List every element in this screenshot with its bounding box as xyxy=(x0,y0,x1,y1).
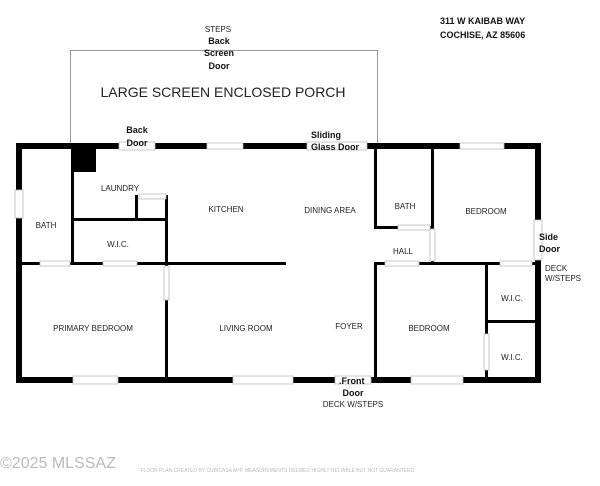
room-bath-left: BATH xyxy=(36,221,57,230)
screen-door-label-3: Door xyxy=(209,61,230,71)
side-door-label-2: Door xyxy=(539,244,560,254)
room-laundry: LAUNDRY xyxy=(101,184,140,193)
screen-door-label-1: Back xyxy=(208,36,231,46)
primary-window xyxy=(72,375,119,385)
address-line2: COCHISE, AZ 85606 xyxy=(440,30,525,40)
sliding-door-label-2: Glass Door xyxy=(311,142,360,152)
back-door-gap xyxy=(118,141,156,151)
room-wic-right-1: W.I.C. xyxy=(501,294,523,303)
side-door-gap xyxy=(533,219,543,261)
bedroom-window-top xyxy=(459,142,505,150)
room-primary-bedroom: PRIMARY BEDROOM xyxy=(53,324,133,333)
room-wic-right-2: W.I.C. xyxy=(501,353,523,362)
kitchen-window xyxy=(206,142,244,150)
sliding-door-label-1: Sliding xyxy=(311,130,341,140)
front-door-label-2: Door xyxy=(343,388,364,398)
bath-window xyxy=(14,189,24,219)
room-bath-right: BATH xyxy=(395,202,416,211)
room-bedroom-top: BEDROOM xyxy=(465,207,507,216)
side-door-label-1: Side xyxy=(539,232,558,242)
front-deck-label: DECK W/STEPS xyxy=(323,400,383,409)
openings xyxy=(14,141,543,385)
living-window xyxy=(232,375,294,385)
room-foyer: FOYER xyxy=(335,322,363,331)
wall-top xyxy=(16,143,541,149)
bedroom-window-bottom xyxy=(410,375,464,385)
front-door-label-1: .Front xyxy=(339,376,365,386)
room-kitchen: KITCHEN xyxy=(208,205,243,214)
room-hall: HALL xyxy=(393,247,414,256)
watermark: ©2025 MLSSAZ xyxy=(0,455,116,472)
footer-disclaimer: FLOOR PLAN CREATED BY CUBICASA APP. MEAS… xyxy=(141,468,416,474)
side-deck-label-1: DECK xyxy=(545,264,568,273)
room-dining-area: DINING AREA xyxy=(304,206,356,215)
steps-label: STEPS xyxy=(205,25,231,34)
room-bedroom-bottom: BEDROOM xyxy=(408,324,450,333)
walls xyxy=(16,143,541,383)
address-line1: 311 W KAIBAB WAY xyxy=(440,16,525,26)
back-door-label-2: Door xyxy=(127,138,148,148)
room-wic-left: W.I.C. xyxy=(107,240,129,249)
porch-label: LARGE SCREEN ENCLOSED PORCH xyxy=(100,84,345,100)
back-door-label-1: Back xyxy=(126,125,149,135)
front-door-gap xyxy=(334,375,372,385)
sliding-glass-door-gap xyxy=(306,141,368,151)
side-deck-label-2: W/STEPS xyxy=(545,274,581,283)
chimney-block xyxy=(71,146,96,172)
screen-door-label-2: Screen xyxy=(204,48,234,58)
room-living-room: LIVING ROOM xyxy=(219,324,273,333)
